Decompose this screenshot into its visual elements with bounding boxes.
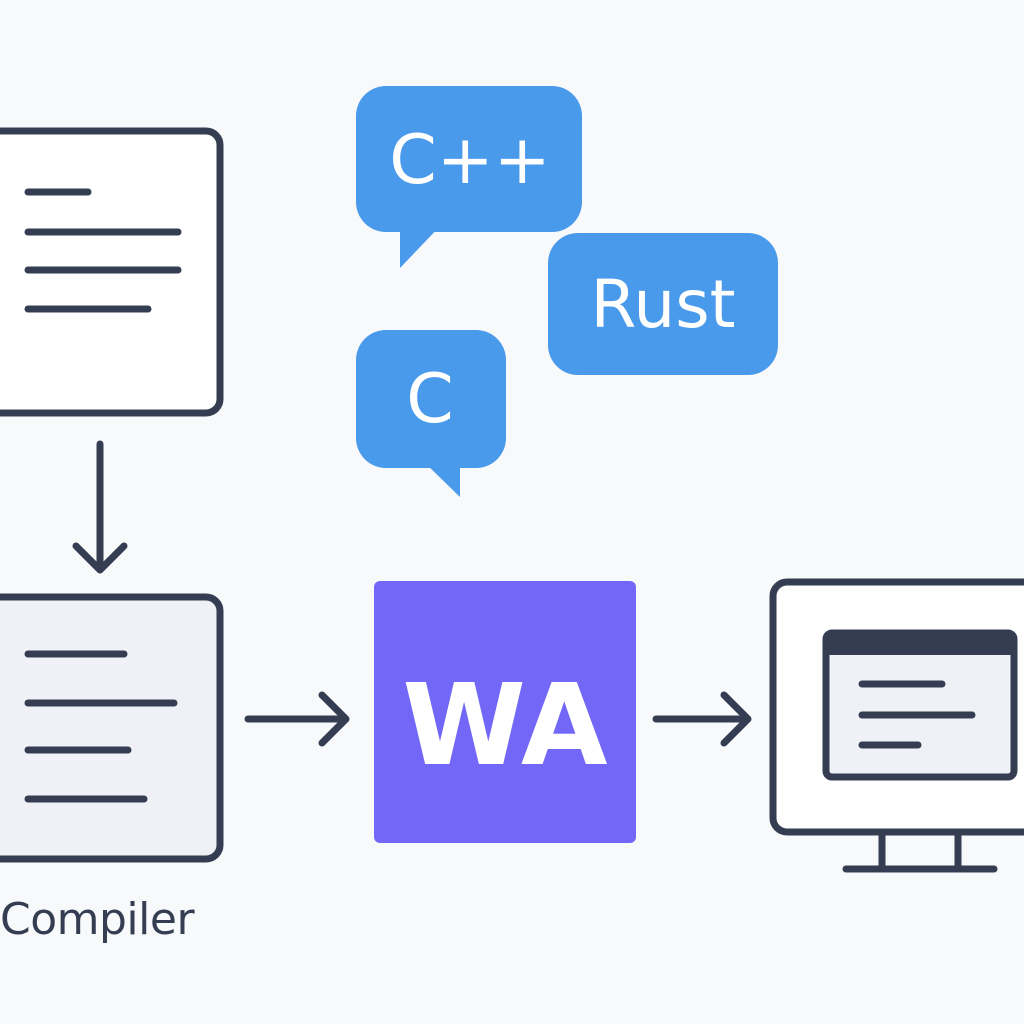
c-speech-bubble: C (356, 330, 506, 497)
rust-label: Rust (591, 266, 736, 343)
source-document-icon (0, 127, 224, 417)
compiler-label: Compiler (0, 894, 195, 945)
cpp-label: C++ (389, 121, 550, 200)
down-arrow-icon (72, 440, 128, 574)
wasm-block: WA (374, 581, 636, 843)
monitor-icon (769, 578, 1024, 873)
right-arrow-icon (652, 691, 752, 747)
cpp-speech-bubble: C++ (356, 86, 582, 268)
rust-speech-bubble: Rust (548, 233, 778, 375)
right-arrow-icon (244, 691, 350, 747)
compiler-document-icon (0, 593, 224, 863)
wasm-label: WA (402, 661, 608, 791)
c-label: C (406, 360, 453, 439)
